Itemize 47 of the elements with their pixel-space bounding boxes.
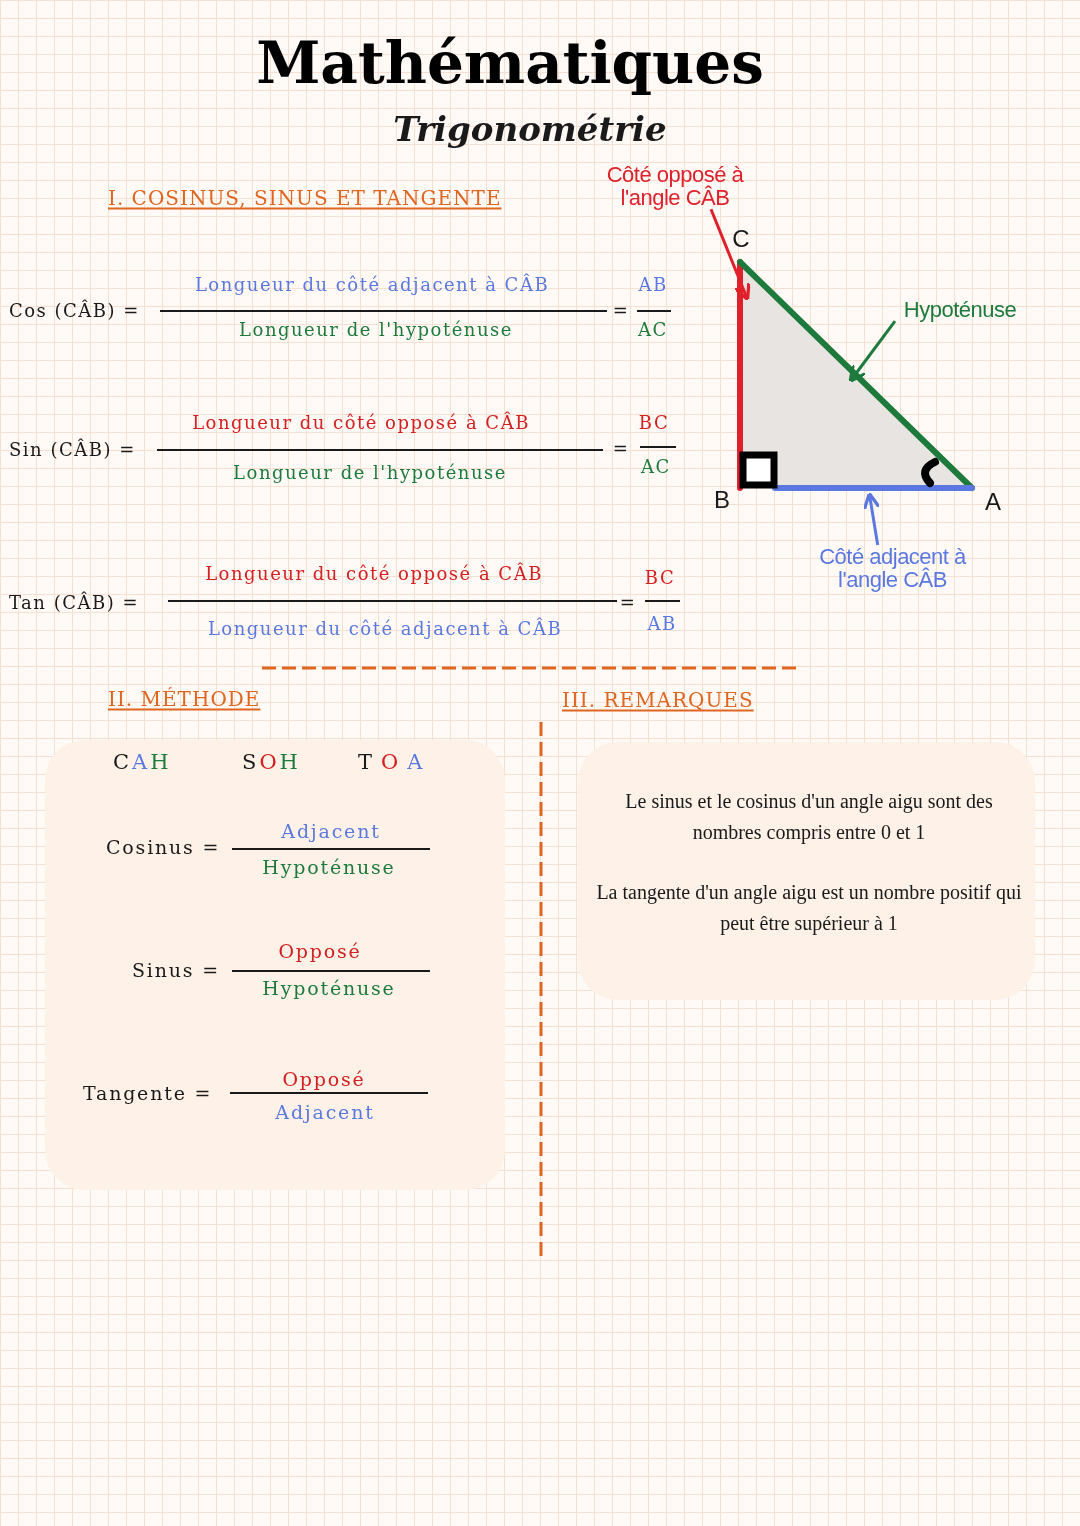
numerator: Longueur du côté opposé à CÂB <box>192 412 530 434</box>
annotation-text: Côté adjacent à l'angle CÂB <box>800 545 985 592</box>
section-heading: III. REMARQUES <box>562 688 754 712</box>
numerator: Adjacent <box>281 821 381 843</box>
denominator: Longueur de l'hypoténuse <box>233 462 507 484</box>
remark-text: Le sinus et le cosinus d'un angle aigu sont des nombres compris entre 0 et 1 <box>624 789 994 846</box>
mnemonic: SOH <box>242 749 301 775</box>
denominator: Adjacent <box>275 1102 375 1124</box>
formula-label: Cosinus = <box>106 837 221 859</box>
remark-text: La tangente d'un angle aigu est un nombre positif qui peut être supérieur à 1 <box>595 880 1023 937</box>
page-title: Mathématiques <box>256 30 764 97</box>
denominator: Longueur du côté adjacent à CÂB <box>207 618 563 640</box>
equals-sign: = <box>619 592 637 614</box>
formula-label: Tangente = <box>83 1083 213 1105</box>
equals-sign: = <box>612 438 630 460</box>
formula-label: Sin (CÂB) = <box>9 439 136 461</box>
vertex-label: B <box>714 486 730 514</box>
numerator: Opposé <box>282 1069 366 1091</box>
annotation-text: Hypoténuse <box>895 298 1025 322</box>
denominator: AC <box>638 319 668 341</box>
denominator: Longueur de l'hypoténuse <box>239 319 513 341</box>
numerator: BC <box>644 567 676 589</box>
denominator: AB <box>647 613 677 635</box>
numerator: Opposé <box>278 941 362 963</box>
leader-arrow <box>848 320 897 383</box>
numerator: AB <box>638 274 668 296</box>
section-heading: II. MÉTHODE <box>108 687 261 711</box>
section-heading: I. COSINUS, SINUS ET TANGENTE <box>108 186 502 210</box>
equals-sign: = <box>612 300 630 322</box>
annotation-text: Côté opposé à l'angle CÂB <box>585 163 765 210</box>
denominator: AC <box>641 456 671 478</box>
vertex-label: A <box>985 488 1001 516</box>
remarks-panel <box>578 742 1035 1000</box>
formula-label: Tan (CÂB) = <box>9 592 139 614</box>
numerator: BC <box>638 412 670 434</box>
numerator: Longueur du côté adjacent à CÂB <box>194 274 550 296</box>
subtitle: Trigonométrie <box>393 110 667 150</box>
denominator: Hypoténuse <box>262 978 396 1000</box>
method-panel <box>45 740 505 1190</box>
leader-arrow <box>709 208 751 302</box>
leader-arrow <box>862 491 881 546</box>
numerator: Longueur du côté opposé à CÂB <box>205 563 543 585</box>
formula-label: Sinus = <box>132 960 220 982</box>
denominator: Hypoténuse <box>262 857 396 879</box>
formula-label: Cos (CÂB) = <box>9 300 140 322</box>
vertex-label: C <box>732 225 750 253</box>
mnemonic: CAH <box>113 749 172 775</box>
